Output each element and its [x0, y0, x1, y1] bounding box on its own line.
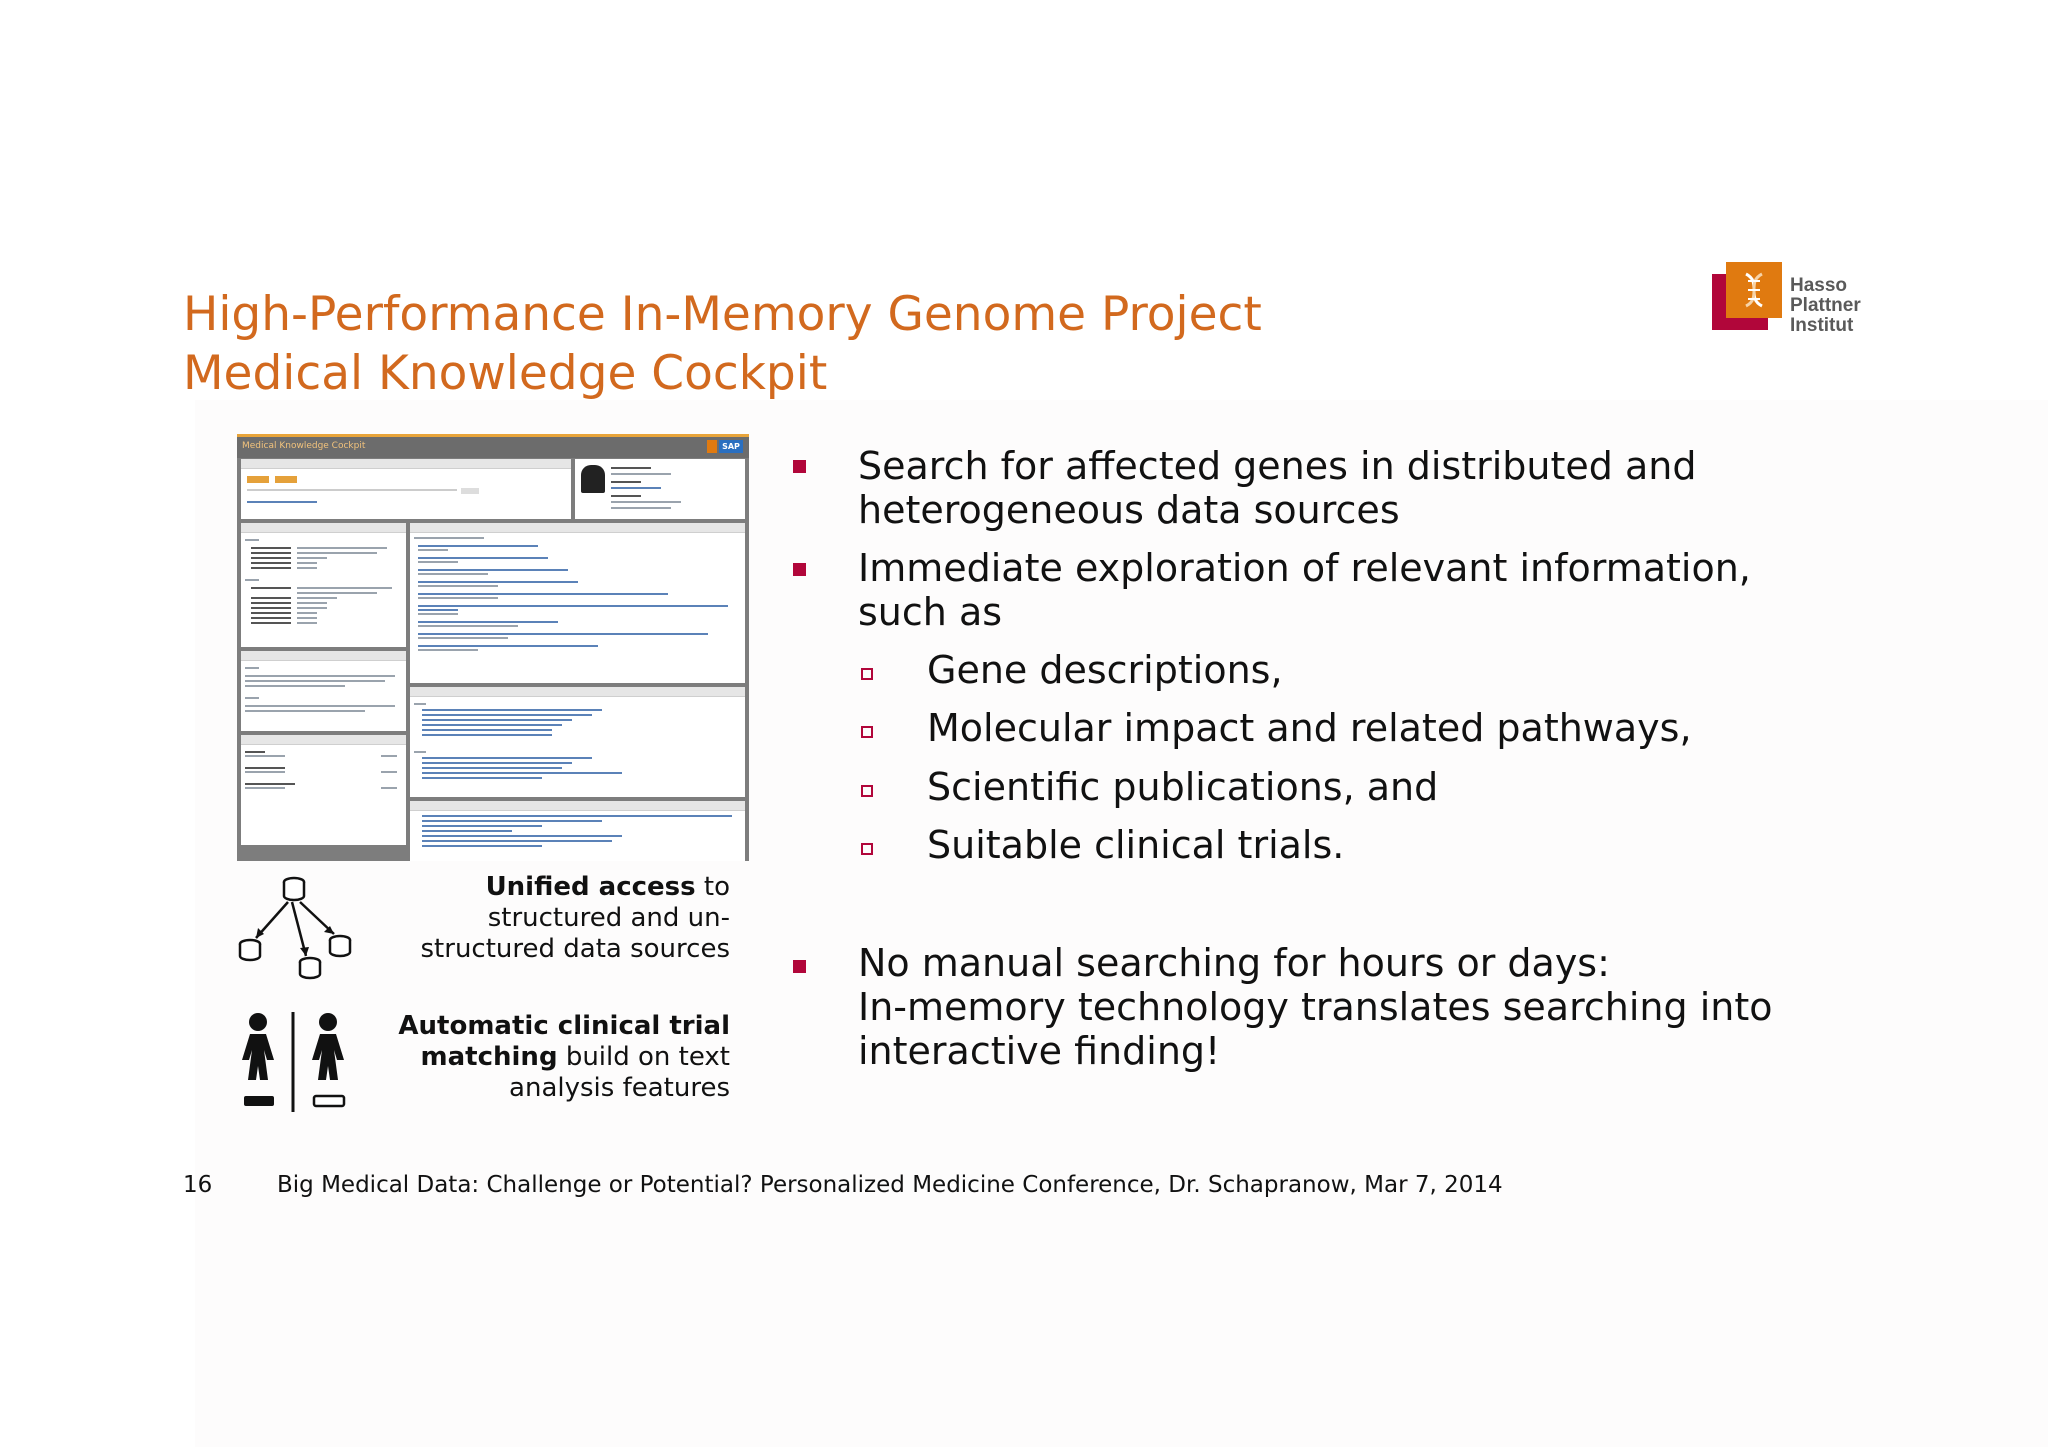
- bullet-2: Immediate exploration of relevant inform…: [858, 546, 1751, 634]
- bullet-1-line-2: heterogeneous data sources: [858, 488, 1400, 532]
- logo-text: Hasso Plattner Institut: [1790, 276, 1861, 336]
- cockpit-screenshot: Medical Knowledge Cockpit SAP: [237, 434, 749, 861]
- bullet-3-line-1: No manual searching for hours or days:: [858, 941, 1610, 985]
- keyword-chip: [247, 476, 269, 483]
- sub-bullet-3: Scientific publications, and: [927, 765, 1439, 809]
- title-line-2: Medical Knowledge Cockpit: [183, 346, 828, 401]
- logo-text-line-2: Plattner: [1790, 295, 1861, 316]
- logo-text-line-3: Institut: [1790, 315, 1854, 336]
- bullet-3-line-2: In-memory technology translates searchin…: [858, 985, 1773, 1029]
- springer-results-panel: [410, 523, 745, 683]
- distributed-databases-icon: [238, 876, 352, 980]
- unified-access-text-3: structured data sources: [420, 934, 730, 964]
- sub-bullet-square: [861, 726, 873, 738]
- trial-matching-text-3: analysis features: [509, 1073, 730, 1103]
- bullet-1-line-1: Search for affected genes in distributed…: [858, 444, 1697, 488]
- patient-panel: [575, 459, 745, 519]
- bullet-2-line-1: Immediate exploration of relevant inform…: [858, 546, 1751, 590]
- bullet-2-line-2: such as: [858, 590, 1003, 634]
- bullet-square: [793, 960, 806, 973]
- cockpit-app-title: Medical Knowledge Cockpit: [242, 441, 366, 451]
- unified-access-text-1: to: [695, 872, 730, 902]
- sub-bullet-4: Suitable clinical trials.: [927, 823, 1345, 867]
- trial-matching-bold-2: matching: [420, 1042, 558, 1072]
- clinical-trials-panel: [410, 801, 745, 861]
- page-number: 16: [183, 1172, 213, 1198]
- bullet-3: No manual searching for hours or days: I…: [858, 941, 1773, 1073]
- patient-avatar: [581, 465, 605, 493]
- sap-orange-mark: [707, 440, 717, 453]
- sub-bullet-1: Gene descriptions,: [927, 648, 1283, 692]
- unified-access-text-2: structured and un-: [487, 903, 730, 933]
- definition-panel: [241, 651, 406, 731]
- trial-matching-bold-1: Automatic clinical trial: [398, 1011, 730, 1041]
- cockpit-titlebar: Medical Knowledge Cockpit: [237, 437, 749, 458]
- trial-matching-text-2: build on text: [557, 1042, 730, 1072]
- footer-text: Big Medical Data: Challenge or Potential…: [277, 1172, 1503, 1198]
- sub-bullet-square: [861, 785, 873, 797]
- trial-matching-icon: [242, 1012, 346, 1112]
- pathways-panel: [241, 735, 406, 845]
- unified-access-caption: Unified access to structured and un- str…: [421, 872, 730, 965]
- logo-text-line-1: Hasso: [1790, 275, 1848, 296]
- hpi-logo: Hasso Plattner Institut: [1712, 262, 1872, 342]
- dna-icon: [1745, 272, 1763, 308]
- notes-panel: [241, 459, 571, 519]
- sub-bullet-square: [861, 668, 873, 680]
- sub-bullet-2: Molecular impact and related pathways,: [927, 706, 1692, 750]
- keyword-chip: [275, 476, 297, 483]
- bullet-square: [793, 563, 806, 576]
- slide-title: High-Performance In-Memory Genome Projec…: [183, 285, 1262, 403]
- unified-access-bold: Unified access: [485, 872, 696, 902]
- publications-panel: [410, 687, 745, 797]
- gene-census-panel: [241, 523, 406, 647]
- title-line-1: High-Performance In-Memory Genome Projec…: [183, 287, 1262, 342]
- bullet-3-line-3: interactive finding!: [858, 1029, 1221, 1073]
- sap-logo: SAP: [719, 440, 743, 453]
- trial-matching-caption: Automatic clinical trial matching build …: [398, 1011, 730, 1104]
- sub-bullet-square: [861, 843, 873, 855]
- bullet-square: [793, 460, 806, 473]
- bullet-1: Search for affected genes in distributed…: [858, 444, 1696, 532]
